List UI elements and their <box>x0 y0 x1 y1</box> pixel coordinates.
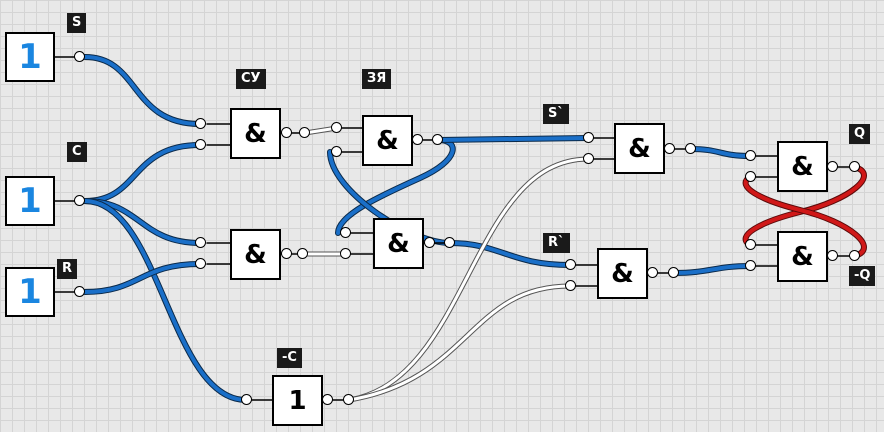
wire-to-q-gate <box>688 146 753 159</box>
pin-not-c-out-end[interactable] <box>343 394 354 405</box>
pin-su-in-2[interactable] <box>195 139 206 150</box>
pin-not-c-in[interactable] <box>241 394 252 405</box>
and-gate-s-prime[interactable]: & <box>614 123 665 174</box>
pin-zya-upper-out-end[interactable] <box>432 134 443 145</box>
label-su: СУ <box>236 69 266 89</box>
label-s-prime: S` <box>543 104 569 124</box>
pin-lower-and-out-end[interactable] <box>297 248 308 259</box>
or-gate-not-c[interactable]: 1 <box>272 375 323 426</box>
wire-not-c-to-r-gate <box>346 283 573 403</box>
wire-not-c-to-s-gate <box>346 156 591 403</box>
pin-zya-lower-in-2[interactable] <box>340 248 351 259</box>
pin-q-in-1[interactable] <box>745 150 756 161</box>
pin-su-out-end[interactable] <box>299 127 310 138</box>
wire-r-to-lower-and <box>82 261 203 295</box>
pin-not-q-out[interactable] <box>827 250 838 261</box>
pin-zya-lower-out-end[interactable] <box>444 237 455 248</box>
label-q: Q <box>849 124 871 144</box>
input-s-toggle[interactable]: 1 <box>5 32 55 82</box>
label-r: R <box>57 259 78 279</box>
label-not-c: -C <box>277 348 302 368</box>
input-r-toggle[interactable]: 1 <box>5 267 55 317</box>
pin-r-out[interactable] <box>74 286 85 297</box>
pin-r-prime-in-2[interactable] <box>565 280 576 291</box>
label-s: S <box>67 13 87 33</box>
wire-c-to-not-c <box>82 198 249 403</box>
pin-not-q-in-1[interactable] <box>745 239 756 250</box>
and-gate-zya-lower[interactable]: & <box>373 218 424 269</box>
pin-c-out[interactable] <box>74 195 85 206</box>
pin-lower-and-in-1[interactable] <box>195 237 206 248</box>
label-r-prime: R` <box>543 233 570 253</box>
pin-su-out[interactable] <box>281 127 292 138</box>
pin-q-in-2[interactable] <box>745 171 756 182</box>
pin-zya-lower-out[interactable] <box>424 237 435 248</box>
label-zya: ЗЯ <box>362 69 392 89</box>
and-gate-q[interactable]: & <box>777 141 828 192</box>
pin-s-prime-out[interactable] <box>664 143 675 154</box>
pin-su-in-1[interactable] <box>195 118 206 129</box>
pin-not-c-out[interactable] <box>322 394 333 405</box>
pin-s-prime-in-2[interactable] <box>583 153 594 164</box>
pin-zya-upper-out[interactable] <box>412 134 423 145</box>
pin-s-prime-out-end[interactable] <box>685 143 696 154</box>
and-gate-su[interactable]: & <box>230 108 281 159</box>
pin-q-out-end[interactable] <box>849 161 860 172</box>
input-c-toggle[interactable]: 1 <box>5 176 55 226</box>
pin-zya-upper-in-1[interactable] <box>331 122 342 133</box>
and-gate-r[interactable]: & <box>230 229 281 280</box>
pin-r-prime-in-1[interactable] <box>565 259 576 270</box>
and-gate-zya-upper[interactable]: & <box>362 115 413 166</box>
pin-lower-and-out[interactable] <box>281 248 292 259</box>
wire-s-prime <box>435 135 591 143</box>
pin-r-prime-out-end[interactable] <box>668 267 679 278</box>
wire-not-q-feedback <box>742 174 867 259</box>
wire-r-prime <box>447 240 573 268</box>
wire-zya-cross-lower <box>335 137 456 236</box>
pin-stubs <box>54 56 851 401</box>
pin-r-prime-out[interactable] <box>647 267 658 278</box>
wire-s-to-su <box>82 54 203 127</box>
pin-s-prime-in-1[interactable] <box>583 132 594 143</box>
wire-c-to-su <box>82 142 203 204</box>
wire-to-not-q-gate <box>671 263 753 276</box>
label-not-q: -Q <box>849 266 876 286</box>
pin-zya-upper-in-2[interactable] <box>331 146 342 157</box>
pin-lower-and-in-2[interactable] <box>195 258 206 269</box>
and-gate-r-prime[interactable]: & <box>597 248 648 299</box>
pin-q-out[interactable] <box>827 161 838 172</box>
pin-not-q-out-end[interactable] <box>849 250 860 261</box>
and-gate-not-q[interactable]: & <box>777 231 828 282</box>
label-c: C <box>67 142 87 162</box>
pin-not-q-in-2[interactable] <box>745 260 756 271</box>
pin-zya-lower-in-1[interactable] <box>340 227 351 238</box>
pin-s-out[interactable] <box>74 51 85 62</box>
